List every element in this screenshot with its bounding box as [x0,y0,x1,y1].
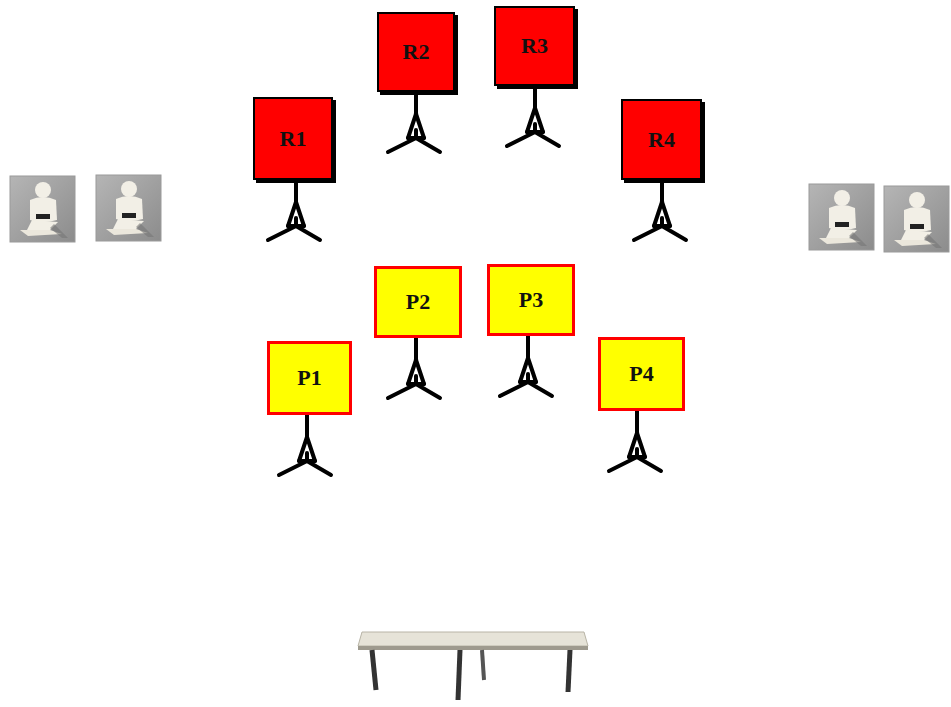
yellow-board: P4 [598,337,685,411]
red-board: R1 [253,97,333,180]
red-board: R4 [621,99,702,180]
board-label: P2 [406,291,430,313]
chair-icon [10,175,949,252]
board-label: P4 [629,363,653,385]
board-label: R1 [280,128,307,150]
yellow-board: P1 [267,341,352,415]
board-label: P1 [297,367,321,389]
red-board: R3 [494,6,575,86]
board-label: R3 [521,35,548,57]
board-label: P3 [519,289,543,311]
yellow-board: P2 [374,266,462,338]
yellow-board: P3 [487,264,575,336]
red-board: R2 [377,12,455,92]
board-label: R2 [403,41,430,63]
table [358,632,588,700]
board-label: R4 [648,129,675,151]
